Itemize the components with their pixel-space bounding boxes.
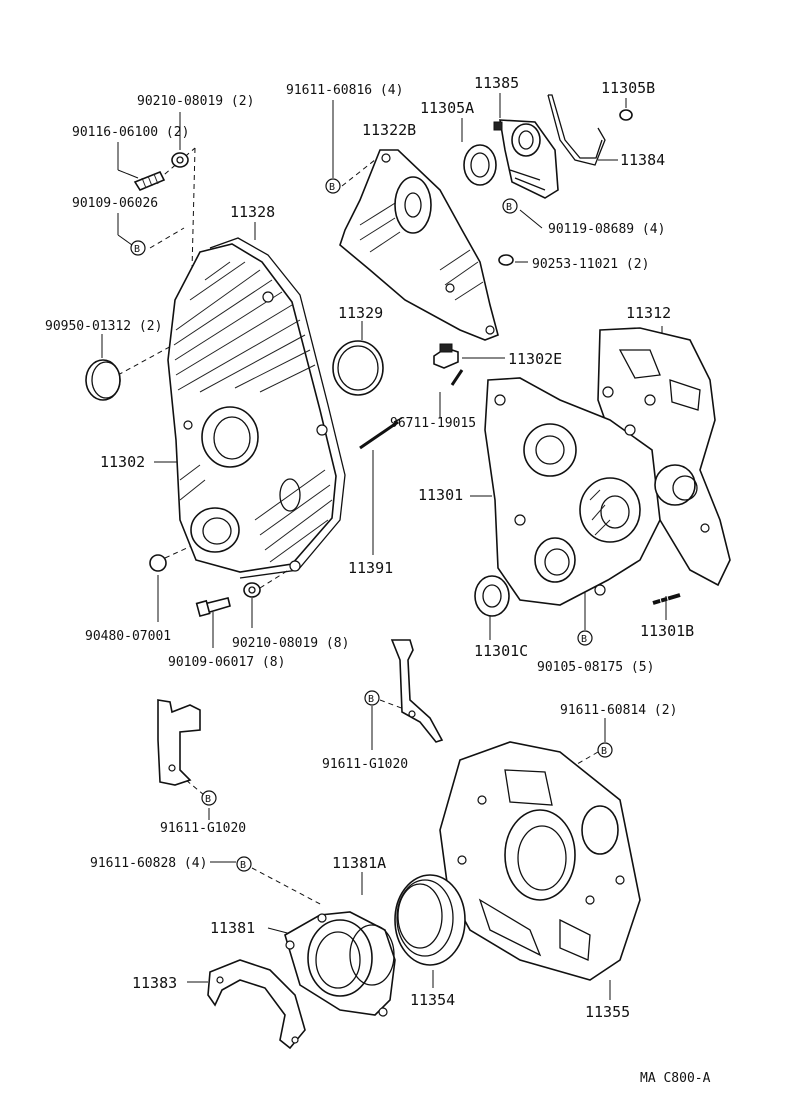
label-11302: 11302 [100,453,145,471]
oring-11329 [332,340,384,396]
washer-90210-bottom [243,582,261,598]
label-11391: 11391 [348,559,393,577]
seal-11305A [463,144,497,186]
marker-label: B [240,860,246,871]
bolt-96711-19015 [450,369,464,386]
timing-case-11301 [484,377,698,606]
retainer-11381 [284,911,396,1017]
washer-90210-top [171,152,189,168]
label-90253-11021: 90253-11021 (2) [532,257,649,272]
bracket-left [157,699,201,786]
circled-B-marker-icon: B [325,178,341,194]
plug-90253-11021 [498,254,514,266]
label-91611-60816: 91611-60816 (4) [286,83,403,98]
pin-11391 [359,417,403,450]
label-91611-60814: 91611-60814 (2) [560,703,677,718]
circled-B-marker-icon: B [597,742,613,758]
label-11312: 11312 [626,304,671,322]
plug-90480-07001 [149,554,167,572]
marker-label: B [368,694,374,705]
part-labels: 90210-08019 (2) 90116-06100 (2) 90109-06… [45,74,711,1086]
circled-B-marker-icon: B [577,630,593,646]
bolt-90116-06100 [133,170,166,191]
gasket-11384 [547,94,606,166]
timing-cover-11302 [167,237,346,579]
label-11301C: 11301C [474,642,528,660]
marker-label: B [134,244,140,255]
label-11354: 11354 [410,991,455,1009]
label-11383: 11383 [132,974,177,992]
seal-11301C [474,575,510,617]
label-11301B: 11301B [640,622,694,640]
oil-seal-11354 [394,874,466,966]
label-90210-08019-bottom: 90210-08019 (8) [232,636,349,651]
plug-90950-01312 [85,359,121,401]
label-11301: 11301 [418,486,463,504]
plug-11305B [619,109,633,121]
label-11305B: 11305B [601,79,655,97]
marker-label: B [205,794,211,805]
label-91611-G1020-mid: 91611-G1020 [322,757,408,772]
label-11381A: 11381A [332,854,386,872]
bracket-mid [390,639,444,743]
circled-B-marker-icon: B [236,856,252,872]
label-90116-06100: 90116-06100 (2) [72,125,189,140]
circled-B-marker-icon: B [201,790,217,806]
label-91611-G1020-left: 91611-G1020 [160,821,246,836]
label-90109-06017: 90109-06017 (8) [168,655,285,670]
marker-label: B [581,634,587,645]
marker-label: B [329,182,335,193]
stud-11301B [652,593,681,607]
label-96711-19015: 96711-19015 [390,416,476,431]
label-11381: 11381 [210,919,255,937]
label-90105-08175: 90105-08175 (5) [537,660,654,675]
label-11355: 11355 [585,1003,630,1021]
label-91611-60828: 91611-60828 (4) [90,856,207,871]
label-11384: 11384 [620,151,665,169]
label-90210-08019-top: 90210-08019 (2) [137,94,254,109]
label-11302E: 11302E [508,350,562,368]
label-11385: 11385 [474,74,519,92]
marker-label: B [506,202,512,213]
bolt-90109-06017 [195,597,231,618]
gasket-11383 [207,959,306,1050]
circled-B-marker-icon: B [130,240,146,256]
label-90109-06026: 90109-06026 [72,196,158,211]
cover-11322B [339,149,499,341]
label-90480-07001: 90480-07001 [85,629,171,644]
gasket-11312 [597,327,731,587]
label-90950-01312: 90950-01312 (2) [45,319,162,334]
label-11329: 11329 [338,304,383,322]
circled-B-marker-icon: B [364,690,380,706]
label-11322B: 11322B [362,121,416,139]
marker-label: B [601,746,607,757]
housing-11385 [493,119,559,199]
label-90119-08689: 90119-08689 (4) [548,222,665,237]
label-11305A: 11305A [420,99,474,117]
diagram-reference-code: MA C800-A [640,1071,711,1086]
label-11328: 11328 [230,203,275,221]
circled-B-marker-icon: B [502,198,518,214]
bolt-markers: B B B B B B B B [130,178,613,872]
cap-11302E [433,343,459,369]
leader-lines [101,93,667,1000]
end-plate-11355 [439,741,641,981]
